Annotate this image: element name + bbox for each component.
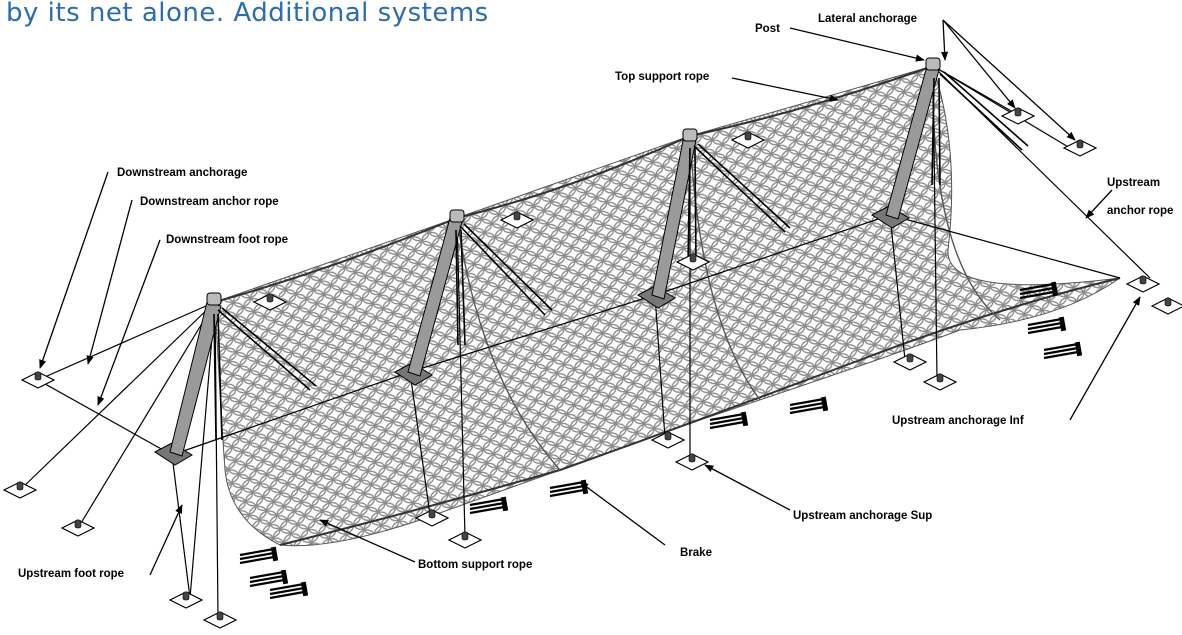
label-top-support-rope: Top support rope	[615, 71, 709, 83]
lateral-anchorage-leader-3	[942, 19, 1076, 141]
label-brake: Brake	[680, 547, 712, 559]
sag-curve-2	[689, 135, 761, 401]
label-lateral-anchorage: Lateral anchorage	[818, 13, 917, 25]
caption-text: by its net alone. Additional systems	[6, 0, 489, 28]
upstream-foot-rope-leader	[149, 504, 183, 576]
post-leader	[789, 27, 925, 62]
label-downstream-anchorage: Downstream anchorage	[117, 167, 247, 179]
label-upstream-anchorage-sup: Upstream anchorage Sup	[793, 510, 932, 522]
lateral-anchorage-leader-1	[940, 19, 949, 61]
lateral-anchorage-leader-2	[942, 19, 1016, 109]
label-downstream-anchor-rope: Downstream anchor rope	[140, 196, 279, 208]
bottom-support-rope-leader	[319, 519, 416, 563]
label-post: Post	[755, 23, 780, 35]
downstream-anchor-rope-leader	[86, 199, 133, 365]
upstream-anchor-rope-leader	[1085, 189, 1113, 219]
label-bottom-support-rope: Bottom support rope	[418, 559, 532, 571]
brake-leader	[579, 481, 666, 546]
label-upstream-anchor-rope-1: Upstream	[1107, 177, 1160, 189]
bottom-support-rope-line	[279, 277, 1121, 546]
downstream-foot-rope-leader	[97, 239, 161, 406]
label-upstream-anchor-rope-2: anchor rope	[1107, 205, 1173, 217]
top-support-rope-leader	[731, 77, 839, 102]
sag-curve-1	[456, 217, 561, 471]
post-2	[394, 209, 553, 386]
upstream-anchorage-inf-leader	[1069, 296, 1141, 421]
downstream-ropes	[19, 65, 1151, 619]
label-upstream-foot-rope: Upstream foot rope	[18, 568, 124, 580]
downstream-anchorage-leader	[39, 171, 109, 369]
label-downstream-foot-rope: Downstream foot rope	[166, 234, 288, 246]
label-upstream-anchorage-inf: Upstream anchorage Inf	[892, 415, 1024, 427]
top-support-rope-line	[214, 65, 934, 303]
upstream-anchorage-sup-leader	[704, 464, 791, 511]
ring-net	[214, 65, 1121, 547]
post-3	[637, 128, 791, 309]
post-4	[871, 57, 1029, 229]
post-1	[154, 292, 317, 466]
